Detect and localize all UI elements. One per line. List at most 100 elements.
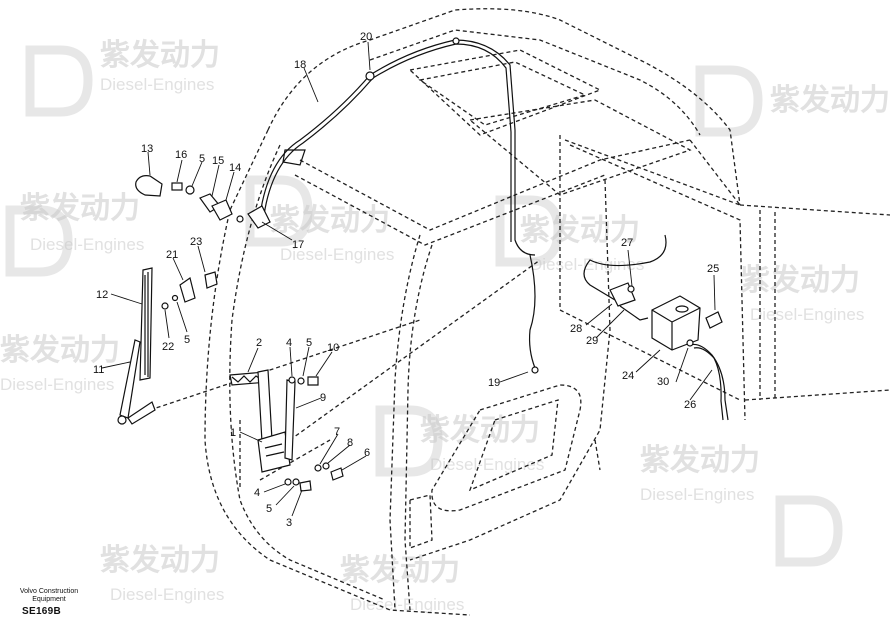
- callout-27: 27: [621, 237, 633, 249]
- wiper-blade-12: [139, 267, 153, 381]
- cap-23: [204, 271, 218, 289]
- bolt-10: [307, 376, 319, 386]
- callout-8: 8: [347, 437, 353, 449]
- leader-lines: [101, 41, 716, 517]
- watermark-cn: 紫发动力: [420, 413, 540, 448]
- callout-13: 13: [141, 143, 153, 155]
- callout-3: 3: [286, 517, 292, 529]
- callout-14: 14: [229, 162, 241, 174]
- nozzle-assembly: [135, 175, 271, 229]
- drawing-code: SE169B: [22, 606, 62, 617]
- watermark-cn: 紫发动力: [100, 38, 220, 73]
- wiper-group: [117, 267, 218, 425]
- bracket-14: [211, 199, 233, 221]
- callout-1: 1: [230, 427, 236, 439]
- watermark-en: Diesel-Engines: [640, 485, 754, 504]
- washer-5d: [292, 478, 300, 486]
- watermark-en: Diesel-Engines: [100, 75, 214, 94]
- watermark-logo-icon: [245, 175, 313, 247]
- brand-line-1: Volvo Construction: [19, 588, 79, 595]
- washer-5: [185, 185, 195, 195]
- watermark-cn: 紫发动力: [340, 553, 460, 588]
- hose-nozzle: [452, 37, 460, 45]
- callout-4-top: 4: [286, 337, 292, 349]
- callout-6: 6: [364, 447, 370, 459]
- callout-28: 28: [570, 323, 582, 335]
- callout-12: 12: [96, 289, 108, 301]
- callout-5-motor: 5: [306, 337, 312, 349]
- watermark-cn: 紫发动力: [770, 83, 890, 118]
- callout-17: 17: [292, 239, 304, 251]
- callout-19: 19: [488, 377, 500, 389]
- callout-30: 30: [657, 376, 669, 388]
- nozzle-holder-17: [247, 205, 271, 229]
- callout-18: 18: [294, 59, 306, 71]
- watermark-logo-icon: [695, 65, 763, 137]
- watermark-logo-icon: [5, 205, 73, 277]
- watermark-cn: 紫发动力: [270, 203, 390, 238]
- washer-22: [161, 302, 169, 310]
- watermark-en: Diesel-Engines: [280, 245, 394, 264]
- cover-21: [179, 277, 196, 303]
- hose-clamp: [282, 149, 306, 166]
- callout-20: 20: [360, 31, 372, 43]
- brand-line-2: Equipment: [32, 596, 66, 603]
- screw-16: [171, 182, 183, 191]
- hose-joint-20: [365, 71, 375, 81]
- callout-4-bottom: 4: [254, 487, 260, 499]
- watermark-logo-icon: [375, 405, 443, 477]
- washer-5c: [297, 377, 305, 385]
- rod-9: [284, 379, 296, 461]
- callout-10: 10: [327, 342, 339, 354]
- callout-5-bottom: 5: [266, 503, 272, 515]
- callout-labels: 20 18 13 16 5 15 14 17 23 21 12 22 5 11 …: [93, 31, 719, 529]
- washer-7: [314, 464, 322, 472]
- watermark-logo-icon: [495, 195, 563, 267]
- brand-caption: Volvo Construction Equipment: [14, 588, 84, 604]
- grommet-30: [686, 339, 694, 347]
- wiper-motor-group: [229, 369, 344, 492]
- watermark-en: Diesel-Engines: [0, 375, 114, 394]
- watermark-logo-icon: [25, 45, 93, 117]
- clip-27: [627, 285, 635, 293]
- callout-25: 25: [707, 263, 719, 275]
- watermark-cn: 紫发动力: [20, 191, 140, 226]
- callout-15: 15: [212, 155, 224, 167]
- hose-end-19: [531, 366, 539, 374]
- washer-pump-group: [583, 234, 729, 421]
- watermark-en: Diesel-Engines: [110, 585, 224, 604]
- watermark-en: Diesel-Engines: [30, 235, 144, 254]
- watermark-cn: 紫发动力: [100, 543, 220, 578]
- watermark-en: Diesel-Engines: [750, 305, 864, 324]
- callout-24: 24: [622, 370, 634, 382]
- washer-5b: [171, 294, 179, 302]
- callout-21: 21: [166, 249, 178, 261]
- callout-26: 26: [684, 399, 696, 411]
- callout-22: 22: [162, 341, 174, 353]
- wiper-arm-11: [119, 339, 141, 419]
- callout-16: 16: [175, 149, 187, 161]
- callout-11: 11: [93, 364, 104, 376]
- watermark-cn: 紫发动力: [0, 333, 120, 368]
- link-arm: [257, 369, 273, 443]
- bolt-6: [330, 467, 344, 481]
- watermark-en: Diesel-Engines: [350, 595, 464, 614]
- watermark-layer: 紫发动力 Diesel-Engines 紫发动力 Diesel-Engines …: [0, 38, 890, 614]
- bolt-3: [299, 480, 312, 492]
- callout-29: 29: [586, 335, 598, 347]
- washer-4b: [284, 478, 292, 486]
- watermark-en: Diesel-Engines: [430, 455, 544, 474]
- watermark-cn: 紫发动力: [520, 213, 640, 248]
- washer-8: [322, 462, 330, 470]
- watermark-logo-icon: [775, 495, 843, 567]
- callout-23: 23: [190, 236, 202, 248]
- callout-5-top: 5: [199, 153, 205, 165]
- callout-2: 2: [256, 337, 262, 349]
- watermark-cn: 紫发动力: [640, 443, 760, 478]
- washer-hose: [259, 37, 539, 374]
- watermark-cn: 紫发动力: [740, 263, 860, 298]
- washer-4a: [288, 376, 296, 384]
- callout-5-wiper: 5: [184, 334, 190, 346]
- wiper-motor-1: [257, 431, 291, 473]
